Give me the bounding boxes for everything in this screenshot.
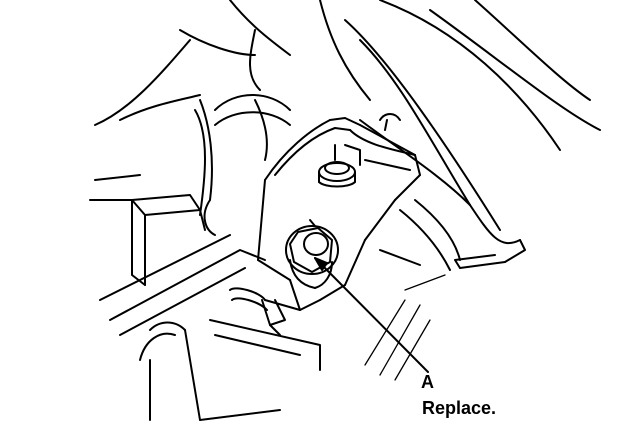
bracket-arm (359, 119, 526, 271)
left-block (89, 174, 206, 286)
callout-text: Replace. (422, 398, 497, 418)
housing-outline (94, 0, 601, 231)
retaining-clip (229, 287, 301, 336)
callout-letter: A (421, 372, 434, 392)
callout-leader (314, 257, 429, 373)
lower-frame (99, 234, 321, 421)
cylinder-body (194, 94, 291, 236)
lower-hatching (364, 274, 446, 381)
replacement-bolt (285, 219, 339, 289)
upper-nut (318, 144, 361, 188)
mounting-bracket (257, 113, 421, 311)
